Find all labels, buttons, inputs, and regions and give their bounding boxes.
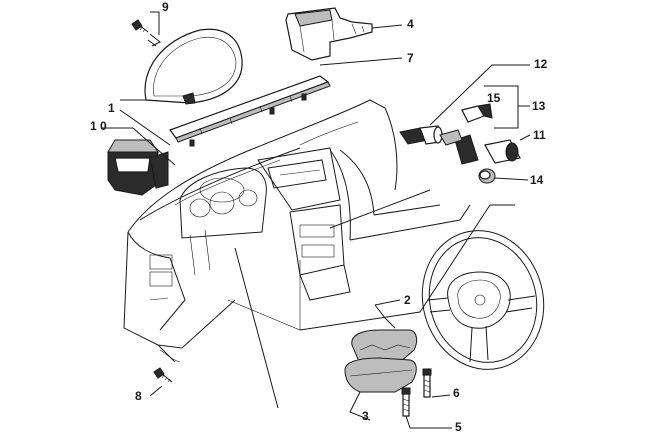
callout-14: 14 [530,173,544,187]
callout-4: 4 [407,17,414,31]
callout-9: 9 [162,0,169,14]
part-2-upper-column-cover: 2 [351,293,418,365]
callout-7: 7 [407,51,414,65]
part-6-bolt: 6 [422,368,460,400]
part-13-group-bracket: 13 [484,85,546,129]
callout-1: 1 [108,101,115,115]
callout-3: 3 [362,409,369,423]
callout-8: 8 [135,389,142,403]
part-10-switch-housing: 1 0 [90,119,176,196]
callout-11: 11 [533,128,546,142]
part-4-duct: 4 [285,7,414,61]
callout-15: 15 [487,91,501,105]
callout-13: 13 [532,99,546,113]
part-1-cluster-hood: 1 [108,28,243,146]
part-11-socket: 11 [439,128,546,165]
part-9-screw: 9 [131,0,169,47]
callout-5: 5 [455,420,462,433]
part-15-bulb-holder: 15 [461,91,501,123]
part-7-top-trim: 7 [169,51,414,147]
part-12-lighter: 12 [399,57,548,145]
dashboard-assembly [123,99,515,409]
callout-2: 2 [404,293,411,307]
part-3-lower-column-cover: 3 [344,357,417,423]
callout-10: 1 0 [90,119,107,133]
part-8-screw: 8 [135,367,173,403]
callout-12: 12 [534,57,548,71]
callout-6: 6 [453,386,460,400]
part-5-bolt: 5 [401,387,462,433]
steering-wheel [421,230,545,370]
part-14-cap: 14 [478,168,544,187]
